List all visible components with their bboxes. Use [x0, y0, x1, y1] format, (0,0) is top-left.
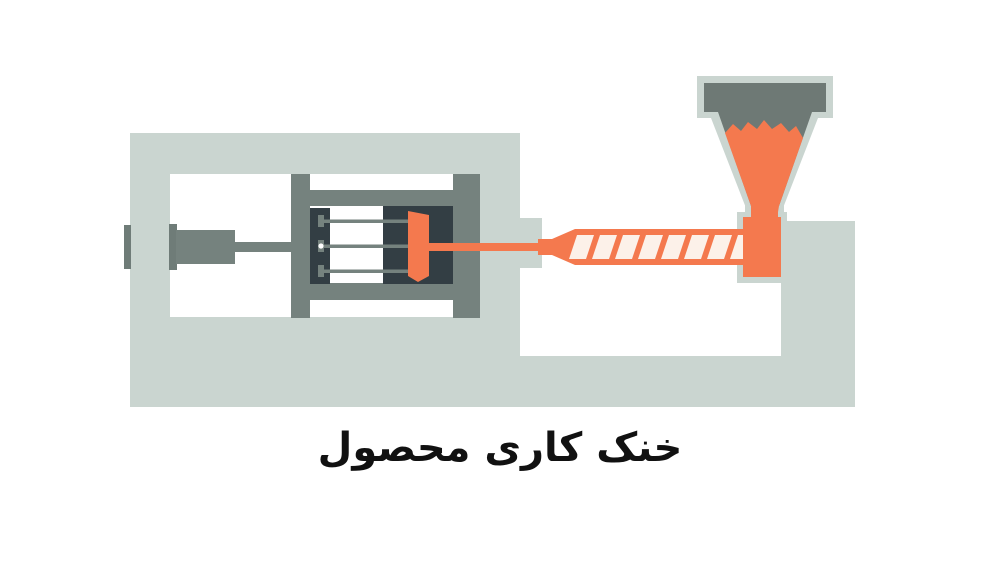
machine-base [130, 317, 786, 407]
injection-unit-pedestal [781, 221, 855, 407]
ejector-pins [318, 215, 409, 277]
moving-platen [291, 174, 310, 318]
screw-flight-segment [707, 235, 732, 259]
screw-flight-segment [569, 235, 594, 259]
injection-melt-path [408, 211, 781, 282]
screw-flight-segment [661, 235, 686, 259]
hopper-pellets [725, 120, 803, 224]
screw-flight-segment [592, 235, 617, 259]
molded-product [408, 211, 429, 282]
machine-frame [130, 133, 855, 407]
piston-rod [234, 242, 294, 252]
frame-top-bar [130, 133, 520, 174]
pin-head-top [318, 215, 324, 227]
diagram-caption: خنک کاری محصول [317, 425, 683, 471]
pin-rod-top [324, 219, 409, 223]
cylinder-flange [169, 224, 177, 270]
frame-side-tab [124, 225, 131, 269]
clamp-bottom-bar [310, 283, 453, 300]
screw-flight-segment [684, 235, 709, 259]
feed-throat-melt [743, 217, 781, 277]
pin-pivot-dot [318, 243, 324, 249]
hydraulic-cylinder [176, 230, 235, 264]
pin-rod-middle [324, 244, 409, 248]
screw-flight-segment [615, 235, 640, 259]
screw-flight-segment [638, 235, 663, 259]
clamp-top-bar [310, 190, 453, 206]
pin-head-bottom [318, 265, 324, 277]
pin-rod-bottom [324, 269, 409, 273]
